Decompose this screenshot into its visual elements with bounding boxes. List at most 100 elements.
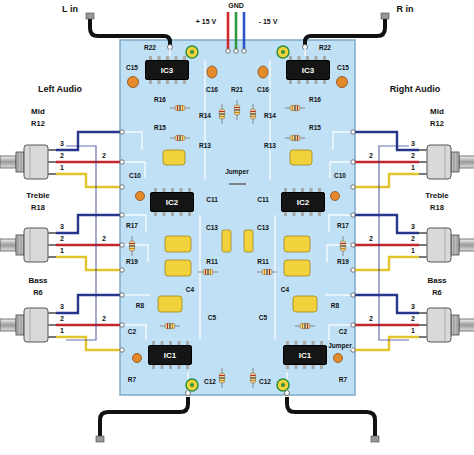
part-reference: C16 (205, 87, 219, 94)
part-reference: R11 (205, 259, 219, 266)
part-reference: R15 (153, 125, 167, 132)
part-reference: C10 (333, 173, 347, 180)
wire-number: 2 (101, 152, 107, 159)
part-reference: R16 (308, 97, 322, 104)
chip-label: IC3 (161, 66, 173, 75)
pin-number: 3 (59, 140, 65, 147)
wire-number: 2 (101, 235, 107, 242)
ic-chip: IC2 (150, 192, 194, 212)
pin-number: 3 (59, 303, 65, 310)
pin-number: 2 (59, 315, 65, 322)
ic-chip: IC3 (286, 60, 330, 80)
part-reference: R8 (135, 303, 145, 310)
right-channel (244, 13, 474, 442)
part-reference: C16 (256, 87, 270, 94)
ic-chip: IC1 (283, 345, 327, 365)
pin-number: 1 (410, 247, 416, 254)
part-reference: C15 (336, 65, 350, 72)
part-reference: R6 (431, 289, 443, 297)
pin-number: 3 (410, 140, 416, 147)
part-reference: C4 (280, 287, 290, 294)
part-reference: R14 (263, 113, 277, 120)
wire-number: 2 (101, 315, 107, 322)
part-reference: R12 (30, 120, 46, 128)
resistor-symbol (234, 100, 239, 120)
part-reference: R13 (198, 143, 212, 150)
chip-label: IC3 (302, 66, 314, 75)
part-reference: R15 (308, 125, 322, 132)
part-reference: C13 (256, 225, 270, 232)
chip-label: IC2 (166, 198, 178, 207)
part-reference: Jumper (327, 343, 352, 350)
control-name: Treble (25, 192, 51, 200)
chip-label: IC1 (164, 351, 176, 360)
wire-number: 2 (368, 152, 374, 159)
pin-number: 2 (410, 235, 416, 242)
part-reference: R13 (263, 143, 277, 150)
control-name: Treble (424, 192, 450, 200)
part-reference: R17 (336, 223, 350, 230)
part-reference: R7 (127, 377, 137, 384)
part-reference: C11 (205, 197, 219, 204)
part-reference: R18 (30, 204, 46, 212)
part-reference: R17 (125, 223, 139, 230)
cable-label: R in (396, 5, 415, 14)
part-reference: R19 (125, 259, 139, 266)
part-reference: C15 (125, 65, 139, 72)
part-reference: R16 (153, 97, 167, 104)
part-reference: R8 (330, 303, 340, 310)
control-name: Bass (27, 277, 48, 285)
ic-chip: IC2 (281, 192, 325, 212)
part-reference: C11 (256, 197, 270, 204)
part-reference: C12 (258, 379, 272, 386)
part-reference: Jumper (224, 169, 249, 176)
pin-number: 3 (59, 223, 65, 230)
left-channel (0, 13, 231, 442)
pin-number: 1 (410, 327, 416, 334)
part-reference: R11 (256, 259, 270, 266)
part-reference: R22 (318, 45, 332, 52)
pin-number: 1 (59, 164, 65, 171)
pin-number: 1 (410, 164, 416, 171)
pin-number: 3 (410, 223, 416, 230)
channel-heading: Left Audio (37, 85, 83, 94)
chip-label: IC1 (299, 351, 311, 360)
chip-label: IC2 (297, 198, 309, 207)
control-name: Mid (429, 108, 445, 116)
part-reference: R18 (429, 204, 445, 212)
pin-number: 2 (59, 152, 65, 159)
ic-chip: IC1 (148, 345, 192, 365)
part-reference: C5 (207, 315, 217, 322)
part-reference: C13 (205, 225, 219, 232)
channel-heading: Right Audio (389, 85, 442, 94)
cable-label: L in (61, 5, 79, 14)
part-reference: R7 (338, 377, 348, 384)
circuit-board (120, 40, 355, 395)
part-reference: R14 (198, 113, 212, 120)
supply-label: + 15 V (195, 18, 217, 25)
supply-label: - 15 V (258, 18, 279, 25)
control-name: Bass (426, 277, 447, 285)
pin-number: 2 (410, 152, 416, 159)
wire-number: 2 (368, 235, 374, 242)
pin-number: 1 (59, 327, 65, 334)
part-reference: R6 (32, 289, 44, 297)
ic-chip: IC3 (145, 60, 189, 80)
pin-number: 2 (410, 315, 416, 322)
part-reference: C2 (338, 329, 348, 336)
part-reference: R22 (143, 45, 157, 52)
supply-label: GND (227, 2, 245, 9)
jumper-wire (229, 183, 246, 185)
control-name: Mid (30, 108, 46, 116)
power-wires (228, 12, 244, 50)
wire-number: 2 (368, 315, 374, 322)
part-reference: C10 (128, 173, 142, 180)
part-reference: R21 (230, 87, 244, 94)
part-reference: R12 (429, 120, 445, 128)
part-reference: C2 (127, 329, 137, 336)
part-reference: C12 (203, 379, 217, 386)
part-reference: C5 (258, 315, 268, 322)
part-reference: C4 (185, 287, 195, 294)
